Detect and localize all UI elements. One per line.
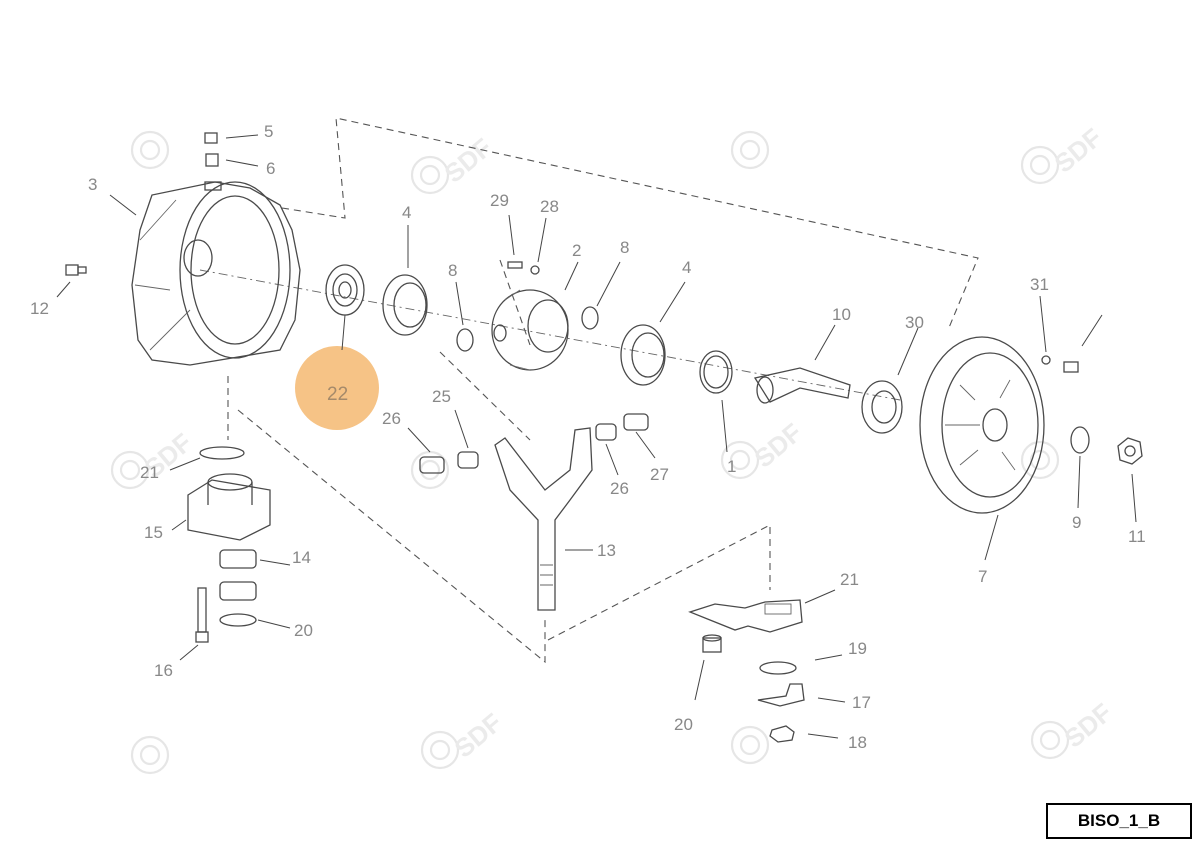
sdf-watermark-logo: [1020, 440, 1060, 480]
part-29-bearing[interactable]: [861, 380, 903, 434]
part-5-plug[interactable]: [204, 132, 218, 144]
part-11-nut[interactable]: [1117, 437, 1143, 465]
part-31-bolt[interactable]: [1063, 361, 1079, 373]
part-18-nut[interactable]: [769, 725, 795, 743]
callout-24: 22: [327, 384, 348, 405]
part-8-ring-left[interactable]: [456, 328, 474, 352]
highlight-marker: [295, 346, 379, 430]
part-3-housing[interactable]: [131, 181, 301, 366]
callout-14: 14: [292, 548, 311, 567]
sdf-watermark-logo: [730, 725, 770, 765]
sdf-watermark-logo: [130, 130, 170, 170]
part-23-o-ring[interactable]: [199, 446, 245, 460]
part-17-lock-plate[interactable]: [757, 683, 805, 707]
part-2-carrier[interactable]: [491, 289, 569, 371]
callout-4-right: 4: [682, 258, 691, 277]
part-10-shaft[interactable]: [753, 367, 851, 404]
callout-28: 29: [490, 191, 509, 210]
assembly-dashed-lines: [199, 117, 979, 664]
callout-labels: 3 5 6 12 4 8 29 28 2 8 4 10 30 31 1 9 11…: [30, 122, 1146, 752]
part-26-bushing-right[interactable]: [623, 413, 649, 431]
callout-10: 10: [832, 305, 851, 324]
callout-17: 17: [852, 693, 871, 712]
callout-15: 15: [144, 523, 163, 542]
callout-5: 5: [264, 122, 273, 141]
callout-23: 21: [140, 463, 159, 482]
sdf-watermark-logo: SDF: [1020, 122, 1108, 185]
callout-9: 9: [1072, 513, 1081, 532]
callout-8-left: 8: [448, 261, 457, 280]
callout-11: 11: [1128, 527, 1146, 546]
part-9-seal[interactable]: [1070, 426, 1090, 454]
sdf-watermark-logo: SDF: [1030, 697, 1118, 760]
part-27-nut[interactable]: [530, 265, 540, 275]
callout-2: 2: [572, 241, 581, 260]
part-28-pin[interactable]: [507, 261, 523, 269]
callout-26-left: 26: [382, 409, 401, 428]
callout-16: 16: [154, 661, 173, 680]
part-6-plug[interactable]: [205, 153, 219, 167]
callout-26-right: 27: [650, 465, 669, 484]
part-21-lever[interactable]: [688, 599, 803, 633]
part-14-needle-bearings[interactable]: [219, 549, 257, 601]
callout-20: 20: [674, 715, 693, 734]
part-16-pin[interactable]: [195, 587, 209, 643]
callout-25-left: 25: [432, 387, 451, 406]
part-19-washer[interactable]: [759, 661, 797, 675]
part-1-snap-ring[interactable]: [699, 350, 733, 394]
callout-7: 7: [978, 567, 987, 586]
sdf-watermark-logo: SDF: [410, 132, 498, 195]
callout-21: 21: [840, 570, 859, 589]
sdf-watermark-logo: [730, 130, 770, 170]
callout-3: 3: [88, 175, 97, 194]
callout-19: 19: [848, 639, 867, 658]
part-22-ring[interactable]: [219, 613, 257, 627]
drawing-reference-label: BISO_1_B: [1046, 803, 1192, 839]
sdf-watermark-logo: SDF: [420, 707, 508, 770]
callout-12: 12: [30, 299, 49, 318]
part-13-fork[interactable]: [494, 427, 593, 611]
part-25-bushing-right[interactable]: [595, 423, 617, 441]
callout-25-right: 26: [610, 479, 629, 498]
part-15-block[interactable]: [187, 473, 271, 541]
callout-22: 20: [294, 621, 313, 640]
callout-13: 13: [597, 541, 616, 560]
part-26-bushing-left[interactable]: [419, 456, 445, 474]
callout-30: 31: [1030, 275, 1049, 294]
part-24-bearing[interactable]: [325, 264, 365, 316]
callout-6: 6: [266, 159, 275, 178]
callout-8-right: 8: [620, 238, 629, 257]
part-8-ring-right[interactable]: [581, 306, 599, 330]
sdf-watermark-logo: [130, 735, 170, 775]
leader-lines: [56, 134, 1137, 739]
callout-29: 30: [905, 313, 924, 332]
part-20-bush[interactable]: [702, 634, 722, 653]
part-30-washer[interactable]: [1041, 355, 1051, 365]
callout-4-left: 4: [402, 203, 411, 222]
part-25-bushing-left[interactable]: [457, 451, 479, 469]
part-12-fitting[interactable]: [65, 264, 87, 276]
part-4-bearing-right[interactable]: [620, 324, 666, 386]
callout-1: 1: [727, 457, 736, 476]
part-7-cover[interactable]: [919, 336, 1045, 514]
part-4-bearing-left[interactable]: [382, 274, 428, 336]
callout-18: 18: [848, 733, 867, 752]
callout-27: 28: [540, 197, 559, 216]
